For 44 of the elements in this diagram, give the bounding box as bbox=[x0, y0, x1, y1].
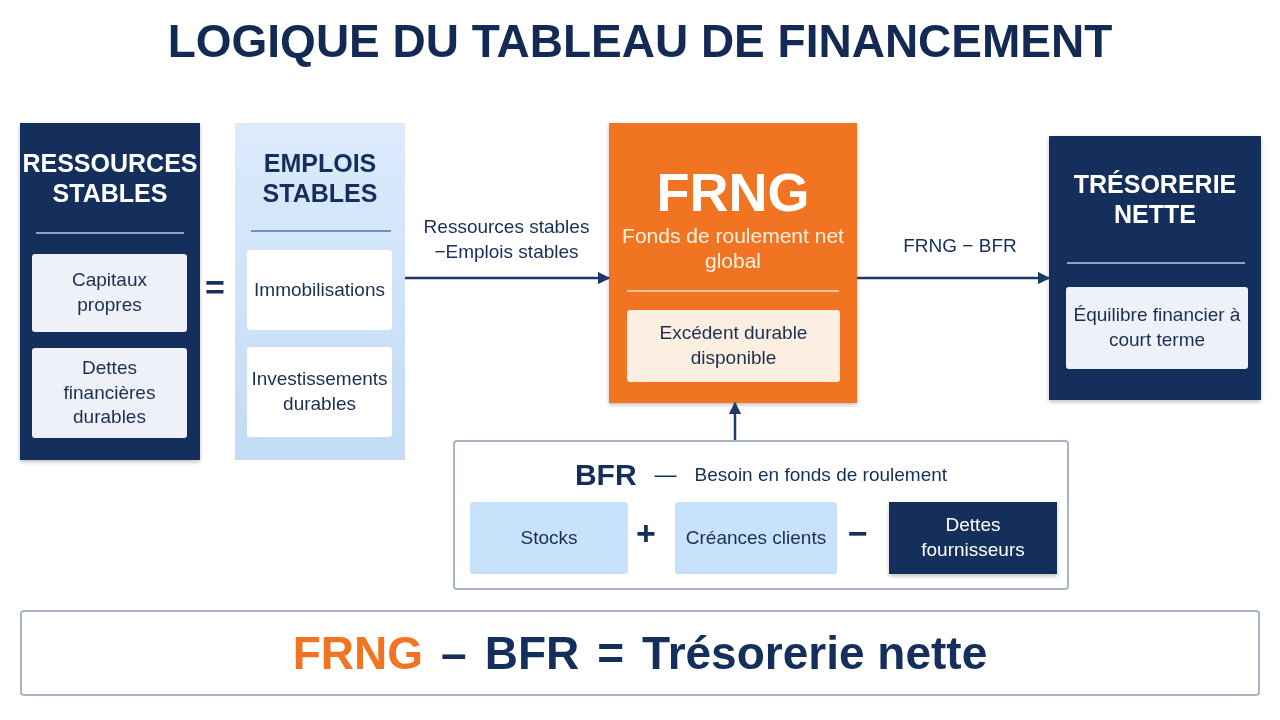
label-text: – bbox=[441, 626, 467, 680]
heading: RESSOURCES STABLES bbox=[21, 148, 199, 208]
item-label: Immobilisations bbox=[253, 277, 386, 302]
title: LOGIQUE DU TABLEAU DE FINANCEMENT bbox=[166, 14, 1114, 68]
item-label: Stocks bbox=[519, 525, 579, 550]
heading: FRNG bbox=[656, 163, 810, 223]
item-card bbox=[32, 348, 187, 438]
label-text: Trésorerie nette bbox=[642, 626, 988, 680]
item-card bbox=[675, 502, 837, 574]
item-label: Capitaux propres bbox=[71, 268, 148, 317]
panel bbox=[20, 123, 200, 460]
panel bbox=[609, 123, 857, 403]
label-text: BFR bbox=[484, 626, 580, 680]
item-card bbox=[627, 310, 840, 382]
heading: BFR bbox=[574, 457, 637, 492]
operator-sign: = bbox=[205, 268, 225, 307]
item-card bbox=[889, 502, 1057, 574]
label-text: = bbox=[597, 626, 625, 680]
heading: TRÉSORERIE NETTE bbox=[1072, 168, 1238, 229]
item-card bbox=[247, 347, 392, 437]
arrow bbox=[857, 271, 1051, 285]
item-card bbox=[470, 502, 628, 574]
item-label: Dettes financières durables bbox=[62, 355, 157, 430]
item-label: Créances clients bbox=[684, 525, 828, 550]
item-card bbox=[32, 254, 187, 332]
panel bbox=[235, 123, 405, 460]
item-card bbox=[247, 250, 392, 330]
panel bbox=[453, 440, 1069, 590]
arrow bbox=[728, 401, 742, 440]
label-text: Fonds de roulement net global bbox=[621, 222, 845, 273]
label-text: — bbox=[654, 461, 677, 488]
panel bbox=[1049, 136, 1261, 400]
item-card bbox=[1066, 287, 1248, 369]
heading: FRNG bbox=[292, 626, 424, 680]
operator-sign: + bbox=[636, 514, 656, 553]
arrow bbox=[405, 271, 611, 285]
operator-sign: − bbox=[848, 514, 868, 553]
item-label: Investissements durables bbox=[250, 367, 389, 416]
label-text: Besoin en fonds de roulement bbox=[694, 463, 948, 486]
item-label: Équilibre financier à court terme bbox=[1072, 303, 1242, 352]
item-label: Excédent durable disponible bbox=[658, 321, 809, 370]
formula-box bbox=[20, 610, 1260, 696]
heading: EMPLOIS STABLES bbox=[261, 148, 379, 208]
item-label: Dettes fournisseurs bbox=[920, 513, 1026, 562]
